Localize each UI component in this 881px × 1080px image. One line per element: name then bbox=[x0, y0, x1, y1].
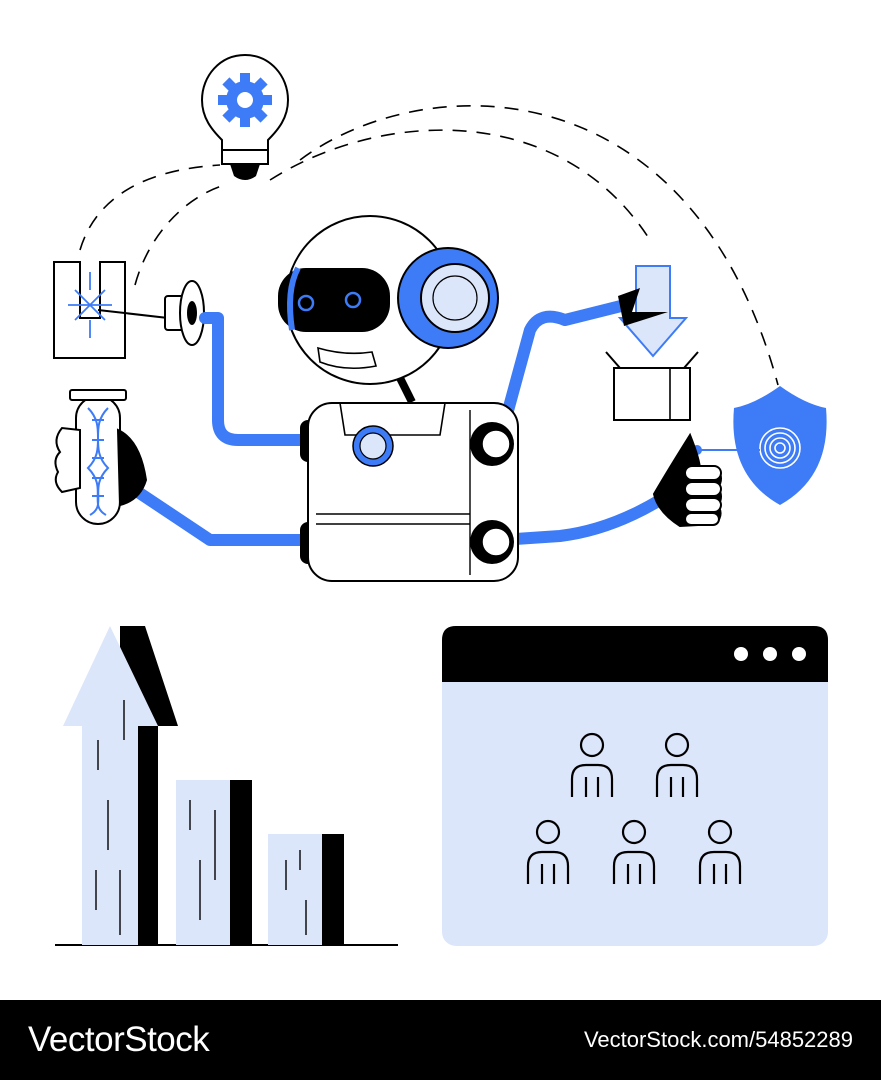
team-window-icon bbox=[442, 626, 828, 946]
robot-head bbox=[278, 215, 499, 404]
growth-bar-chart-icon bbox=[55, 626, 398, 946]
robot-arms bbox=[129, 299, 666, 546]
person-icon bbox=[570, 732, 614, 797]
brand-logo-text: VectorStock bbox=[28, 1020, 210, 1059]
robot-body bbox=[300, 402, 519, 582]
gear-icon bbox=[218, 73, 272, 127]
person-icon bbox=[655, 732, 699, 797]
watermark-footer: VectorStock VectorStock.com/54852289 bbox=[0, 1000, 881, 1080]
lightbulb-gear-icon bbox=[200, 53, 290, 180]
bar-3 bbox=[268, 834, 324, 945]
download-box-icon bbox=[605, 265, 699, 421]
hand-left bbox=[54, 426, 148, 507]
window-dot bbox=[763, 647, 777, 661]
person-icon bbox=[612, 819, 656, 884]
bar-2 bbox=[176, 780, 232, 945]
dna-test-tube-icon bbox=[54, 389, 148, 525]
fingerprint-shield-icon bbox=[652, 386, 827, 528]
hand-right bbox=[652, 432, 722, 528]
laser-cutter-icon bbox=[53, 261, 205, 359]
dashed-arcs bbox=[79, 105, 779, 386]
stock-id-text: VectorStock.com/54852289 bbox=[583, 1027, 853, 1052]
person-icon bbox=[526, 819, 570, 884]
person-icon bbox=[698, 819, 742, 884]
robot-automation-illustration bbox=[53, 53, 828, 946]
fingerprint-icon bbox=[759, 427, 801, 469]
window-dot bbox=[792, 647, 806, 661]
window-dot bbox=[734, 647, 748, 661]
